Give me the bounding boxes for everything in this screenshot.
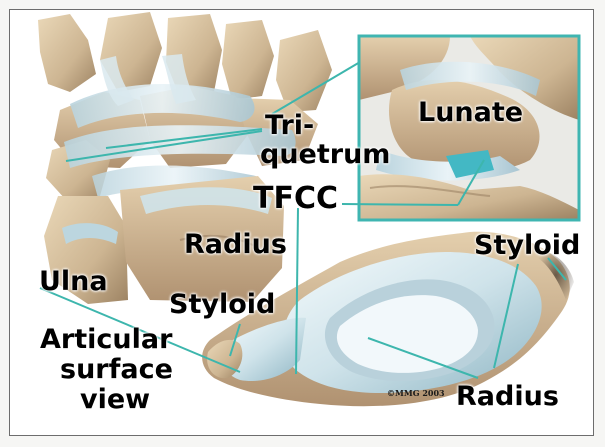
label-view: view	[80, 386, 150, 414]
copyright-notice: ©MMG 2003	[387, 388, 445, 398]
label-surface: surface	[60, 356, 173, 384]
lunate-inset	[359, 36, 579, 220]
label-quetrum: quetrum	[260, 141, 390, 169]
label-radius-top: Radius	[184, 231, 287, 259]
label-ulna: Ulna	[39, 268, 108, 296]
label-tri: Tri-	[265, 112, 314, 140]
label-radius-bottom: Radius	[456, 383, 559, 411]
label-articular: Articular	[40, 326, 172, 354]
label-lunate: Lunate	[418, 99, 523, 127]
label-styloid-right: Styloid	[474, 232, 580, 260]
label-styloid-left: Styloid	[169, 291, 275, 319]
label-tfcc: TFCC	[253, 183, 338, 215]
